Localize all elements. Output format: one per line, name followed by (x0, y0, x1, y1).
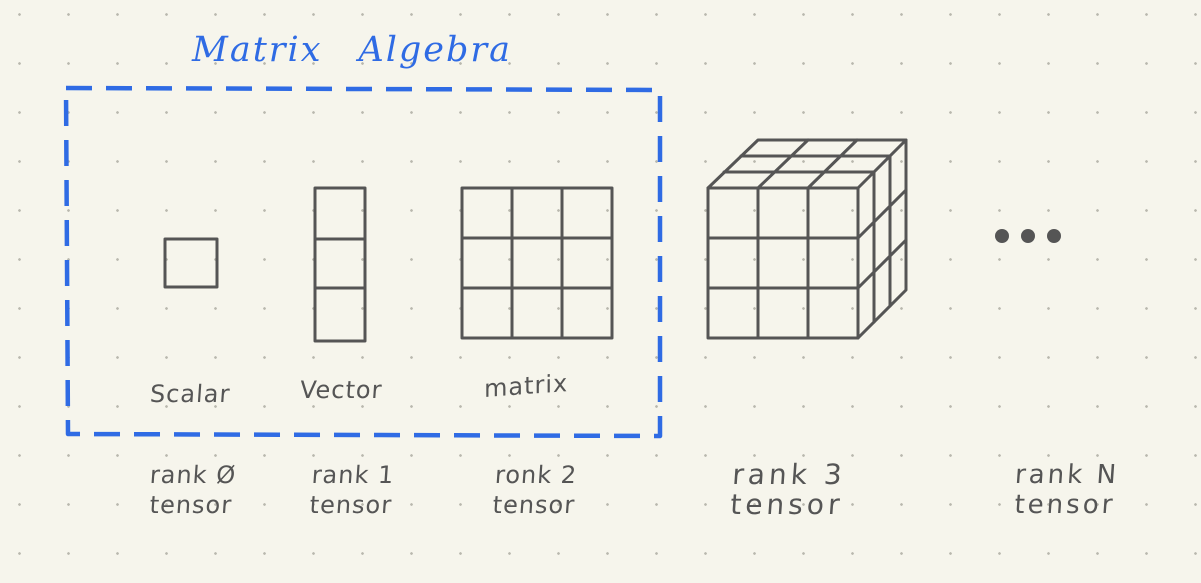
rank-n-label: rank N tensor (994, 460, 1138, 520)
ellipsis-dot (1047, 229, 1061, 243)
ellipsis-dot (1021, 229, 1035, 243)
matrix-shape (460, 186, 614, 340)
rank-n-tensor: tensor (1013, 490, 1117, 520)
rank-1-tensor: tensor (308, 491, 394, 519)
rank-2-tensor: tensor (491, 491, 577, 519)
matrix-algebra-title: Matrix Algebra (192, 30, 512, 70)
rank-0-tensor: tensor (148, 491, 234, 519)
scalar-label: Scalar (149, 380, 232, 408)
rank-0-rank: rank Ø (148, 461, 238, 489)
ellipsis (995, 228, 1073, 247)
matrix-algebra-box (63, 85, 663, 439)
rank-2-rank: ronk 2 (494, 461, 579, 489)
rank-n-rank: rank N (1014, 460, 1121, 490)
rank-1-rank: rank 1 (310, 461, 396, 489)
rank-1-label: rank 1 tensor (290, 460, 414, 520)
rank-0-label: rank Ø tensor (130, 460, 254, 520)
rank-2-label: ronk 2 tensor (468, 460, 602, 520)
matrix-label: matrix (484, 369, 569, 403)
title-word-2: Algebra (358, 30, 513, 70)
ellipsis-dot (995, 229, 1009, 243)
rank-3-label: rank 3 tensor (716, 458, 860, 521)
cube-shape (706, 138, 908, 340)
rank-3-rank: rank 3 (731, 458, 847, 491)
vector-shape (313, 186, 367, 343)
rank-3-tensor: tensor (729, 488, 845, 521)
vector-label: Vector (299, 376, 384, 404)
title-word-1: Matrix (192, 30, 323, 70)
scalar-shape (163, 237, 219, 289)
